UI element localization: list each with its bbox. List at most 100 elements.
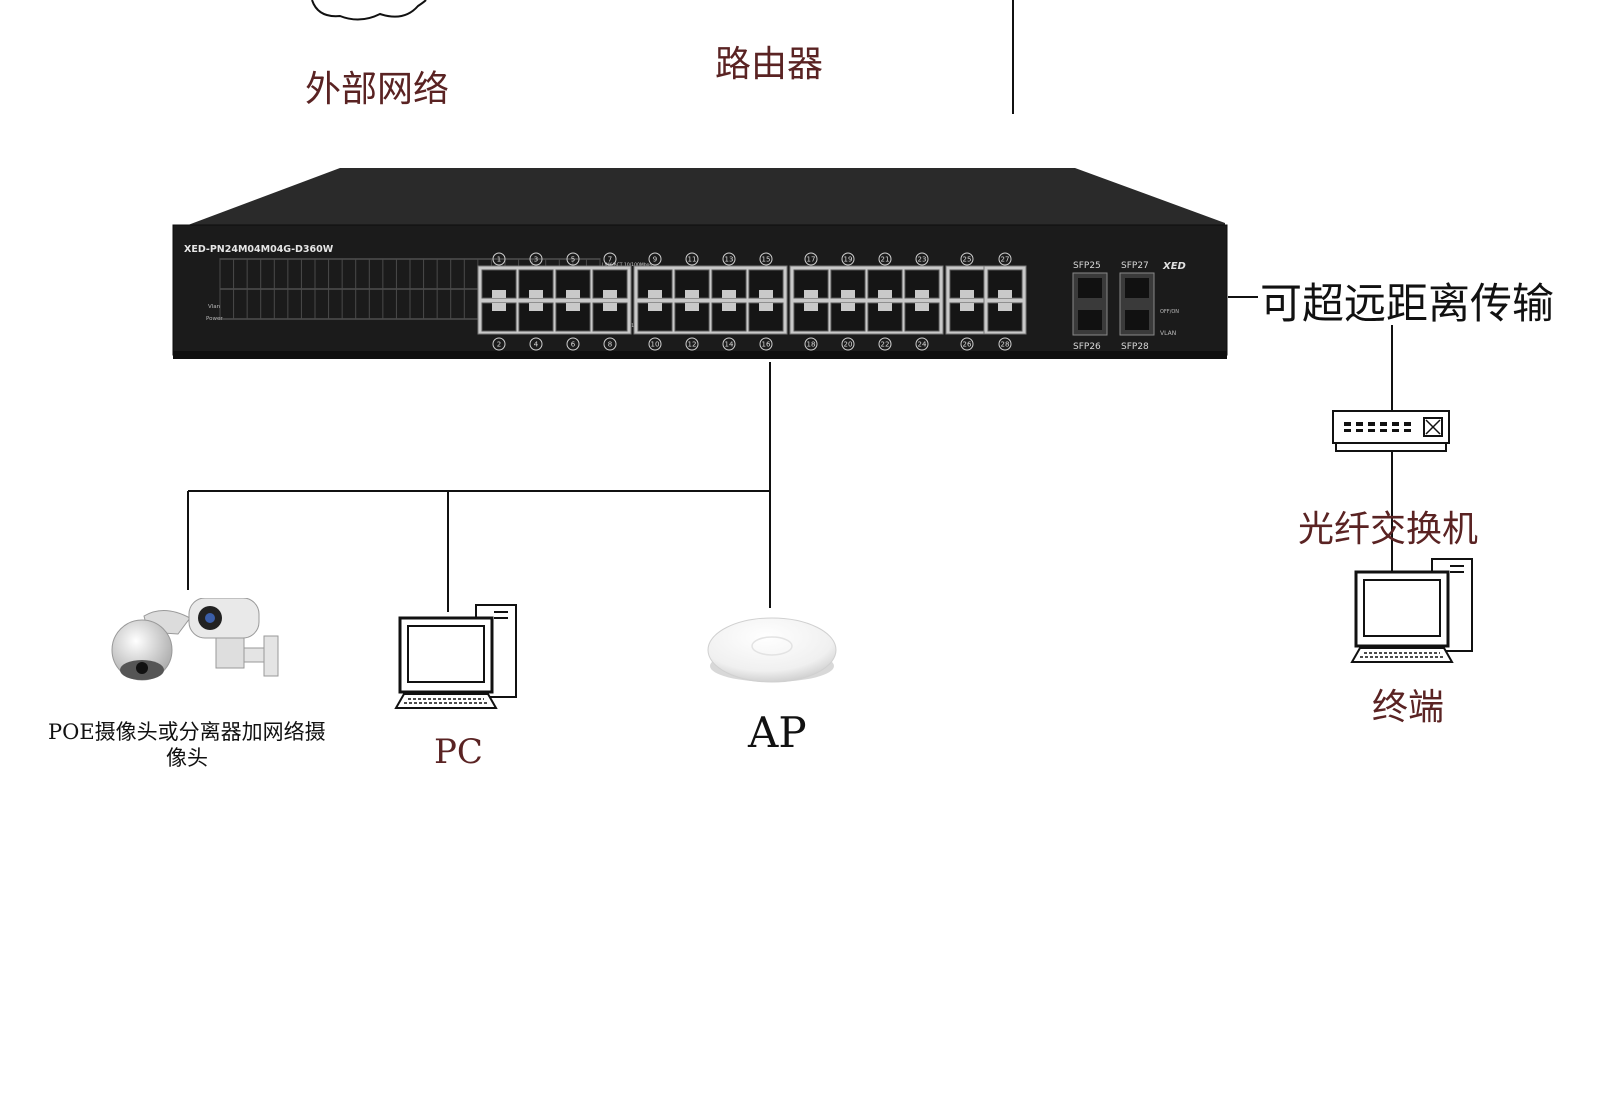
port-number-circle <box>603 252 617 266</box>
port-number-text: 18 <box>807 341 816 349</box>
indicator-label: LINK/ACT 10/100Mbps <box>602 262 652 268</box>
port-number-text: 17 <box>807 256 816 264</box>
fiber-switch-label: 光纤交换机 <box>1298 509 1479 550</box>
brand-logo: XED <box>1162 261 1186 272</box>
port-number-circle <box>804 252 818 266</box>
port-number-text: 9 <box>653 256 657 264</box>
rj45-port-latch <box>804 303 818 311</box>
port-number-circle <box>915 337 929 351</box>
port-number-circle <box>685 252 699 266</box>
terminal-computer-icon <box>1350 558 1473 663</box>
sfp-ports: SFP25 SFP27 SFP26 SFP28 <box>1072 261 1155 352</box>
rj45-port-latch <box>722 303 736 311</box>
port-number-circle <box>878 252 892 266</box>
rj45-port <box>830 302 866 332</box>
port-number-circle <box>998 337 1012 351</box>
port-number-circle <box>960 252 974 266</box>
port-number-circle <box>759 337 773 351</box>
rj45-port <box>592 302 628 332</box>
rj45-port-latch <box>998 290 1012 298</box>
port-number-text: 10 <box>651 341 660 349</box>
port-number-circle <box>759 252 773 266</box>
rj45-port-latch <box>878 290 892 298</box>
poe-camera-icon <box>111 598 279 681</box>
rj45-port <box>867 269 903 299</box>
poe-camera-label-line2: 像头 <box>166 746 208 770</box>
access-point-icon <box>707 617 837 683</box>
port-number-text: 19 <box>844 256 853 264</box>
rj45-port-latch <box>685 303 699 311</box>
port-number-text: 26 <box>963 341 972 349</box>
fiber-switch-icon <box>1332 410 1450 452</box>
port-number-text: 7 <box>608 256 612 264</box>
port-number-circle <box>841 337 855 351</box>
vlan-indicator-label: Vlan <box>208 304 221 310</box>
rj45-port-latch <box>960 303 974 311</box>
port-number-text: 14 <box>725 341 734 349</box>
rj45-port-latch <box>603 290 617 298</box>
rj45-port-latch <box>841 290 855 298</box>
rj45-port-latch <box>915 290 929 298</box>
port-number-text: 1 <box>497 256 501 264</box>
port-number-text: 13 <box>725 256 734 264</box>
port-number-text: 11 <box>688 256 697 264</box>
terminal-label: 终端 <box>1372 687 1445 728</box>
port-number-circle <box>804 337 818 351</box>
port-number-circle <box>566 337 580 351</box>
port-number-text: 28 <box>1001 341 1010 349</box>
port-number-text: 21 <box>881 256 890 264</box>
port-number-circle <box>915 252 929 266</box>
port-number-circle <box>722 337 736 351</box>
port-number-text: 6 <box>571 341 576 349</box>
port-number-circle <box>529 252 543 266</box>
port-number-circle <box>492 337 506 351</box>
port-number-text: 3 <box>534 256 538 264</box>
rj45-port-latch <box>998 303 1012 311</box>
rj45-port-latch <box>685 290 699 298</box>
pc-label: PC <box>434 732 483 772</box>
power-indicator-label: Power <box>206 316 223 322</box>
port-number-circle <box>841 252 855 266</box>
vlan-switch-label: VLAN <box>1160 330 1176 337</box>
rj45-port-latch <box>759 290 773 298</box>
port-number-text: 20 <box>844 341 853 349</box>
port-number-text: 8 <box>608 341 612 349</box>
sfp-label: SFP27 <box>1121 261 1149 271</box>
port-number-text: 5 <box>571 256 575 264</box>
port-number-circle <box>998 252 1012 266</box>
rj45-port-latch <box>492 290 506 298</box>
rj45-port-latch <box>566 290 580 298</box>
rj45-port-latch <box>804 290 818 298</box>
pc-computer-icon <box>394 604 517 709</box>
port-number-text: 25 <box>963 256 972 264</box>
switch-model-text: XED-PN24M04M04G-D360W <box>184 244 334 255</box>
rj45-port-latch <box>529 303 543 311</box>
port-number-circle <box>685 337 699 351</box>
rj45-port-latch <box>603 303 617 311</box>
network-switch-image: XED-PN24M04M04G-D360W Vlan Power LINK/AC… <box>172 168 1228 359</box>
off-on-label: OFF/ON <box>1160 309 1179 315</box>
port-number-circle <box>960 337 974 351</box>
rj45-port <box>748 302 784 332</box>
rj45-port-latch <box>841 303 855 311</box>
external-network-label: 外部网络 <box>305 69 450 110</box>
poe-camera-label: POE摄像头或分离器加网络摄 <box>48 720 326 744</box>
port-number-text: 4 <box>534 341 539 349</box>
port-number-circle <box>648 252 662 266</box>
port-number-text: 15 <box>762 256 771 264</box>
port-number-circle <box>603 337 617 351</box>
port-number-circle <box>492 252 506 266</box>
sfp-label: SFP25 <box>1073 261 1101 271</box>
rj45-port-latch <box>722 290 736 298</box>
port-number-text: 27 <box>1001 256 1010 264</box>
network-switch: XED-PN24M04M04G-D360W Vlan Power LINK/AC… <box>170 168 1230 368</box>
port-number-text: 24 <box>918 341 927 349</box>
rj45-port-groups <box>477 265 1027 335</box>
port-number-text: 23 <box>918 256 927 264</box>
router-label: 路由器 <box>715 44 824 85</box>
port-number-circle <box>722 252 736 266</box>
sfp-label: SFP28 <box>1121 342 1149 352</box>
rj45-port-latch <box>566 303 580 311</box>
